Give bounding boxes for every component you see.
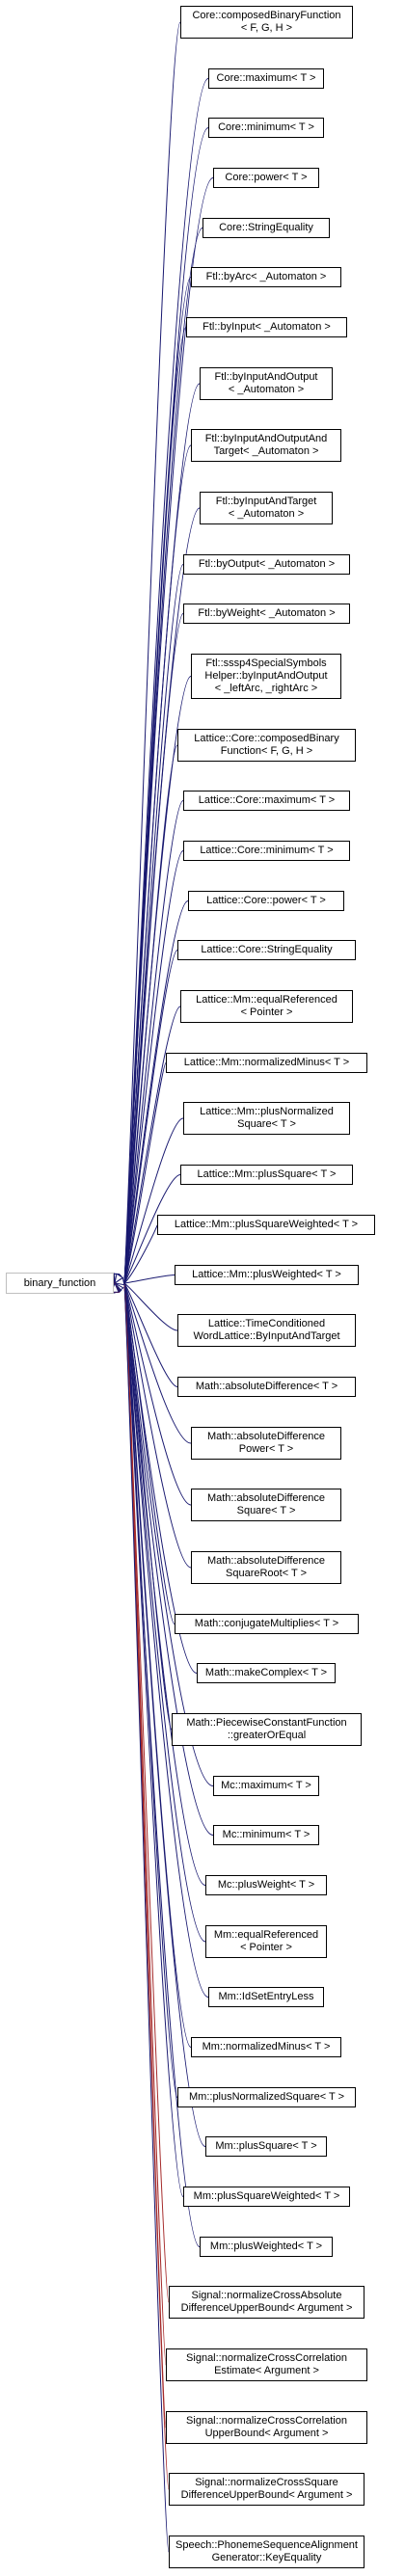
inheritance-edge [123, 1282, 214, 1786]
derived-class-node[interactable]: Mc::minimum< T > [213, 1825, 319, 1845]
derived-class-node[interactable]: Core::maximum< T > [208, 68, 324, 89]
derived-class-node[interactable]: Mm::plusSquare< T > [205, 2136, 327, 2157]
derived-class-node[interactable]: Mm::IdSetEntryLess [208, 1987, 324, 2007]
inheritance-edge [123, 1174, 181, 1284]
inheritance-edge [123, 1282, 178, 1387]
inheritance-edge [123, 1282, 192, 1444]
derived-class-node[interactable]: Core::minimum< T > [208, 118, 324, 138]
inheritance-edge [123, 800, 184, 1284]
inheritance-edge [123, 1282, 170, 2553]
derived-class-node[interactable]: Lattice::Core::composedBinary Function< … [177, 729, 356, 762]
derived-class-node[interactable]: Math::absoluteDifference< T > [177, 1377, 356, 1397]
derived-class-node[interactable]: Math::PiecewiseConstantFunction ::greate… [172, 1713, 362, 1746]
derived-class-node[interactable]: Lattice::Core::maximum< T > [183, 791, 350, 811]
inheritance-edge [123, 327, 187, 1284]
derived-class-node[interactable]: Ftl::sssp4SpecialSymbols Helper::byInput… [191, 654, 341, 699]
derived-class-node[interactable]: Mm::equalReferenced < Pointer > [205, 1925, 327, 1958]
derived-class-node[interactable]: Math::makeComplex< T > [197, 1663, 336, 1683]
inheritance-edge [123, 1282, 206, 1886]
derived-class-node[interactable]: Lattice::Mm::equalReferenced < Pointer > [180, 990, 353, 1023]
inheritance-edge [123, 1282, 178, 1331]
derived-class-node[interactable]: Lattice::Core::StringEquality [177, 940, 356, 960]
inheritance-edge [123, 1282, 214, 1836]
inheritance-edge [123, 1117, 184, 1284]
derived-class-node[interactable]: Lattice::Core::minimum< T > [183, 841, 350, 861]
inheritance-edge [123, 613, 184, 1284]
derived-class-node[interactable]: Lattice::Mm::plusWeighted< T > [175, 1265, 359, 1285]
derived-class-node[interactable]: Core::power< T > [213, 168, 319, 188]
derived-class-node[interactable]: Ftl::byInputAndOutputAnd Target< _Automa… [191, 429, 341, 462]
derived-class-node[interactable]: Ftl::byArc< _Automaton > [191, 267, 341, 287]
inheritance-edge [123, 1282, 209, 1998]
derived-class-node[interactable]: Lattice::Core::power< T > [188, 891, 344, 911]
derived-class-node[interactable]: Lattice::Mm::plusSquareWeighted< T > [157, 1215, 375, 1235]
derived-class-node[interactable]: Core::StringEquality [202, 218, 330, 238]
derived-class-node[interactable]: Lattice::Mm::plusNormalized Square< T > [183, 1102, 350, 1135]
derived-class-node[interactable]: Ftl::byWeight< _Automaton > [183, 604, 350, 624]
derived-class-node[interactable]: Ftl::byOutput< _Automaton > [183, 554, 350, 575]
derived-class-node[interactable]: Signal::normalizeCrossCorrelation Estima… [166, 2348, 367, 2381]
derived-class-node[interactable]: Ftl::byInputAndTarget < _Automaton > [200, 492, 333, 524]
derived-class-node[interactable]: Speech::PhonemeSequenceAlignment Generat… [169, 2536, 364, 2568]
inheritance-edge [123, 1282, 198, 1674]
inheritance-edge [123, 850, 184, 1284]
inheritance-edge [123, 564, 184, 1284]
inheritance-edge [123, 1282, 192, 1506]
inheritance-edge [123, 744, 178, 1284]
derived-class-node[interactable]: Math::absoluteDifference Power< T > [191, 1427, 341, 1460]
inheritance-arrowhead [113, 1276, 125, 1286]
inheritance-edge [123, 1006, 181, 1284]
derived-class-node[interactable]: Mm::plusSquareWeighted< T > [183, 2187, 350, 2207]
derived-class-node[interactable]: Lattice::Mm::normalizedMinus< T > [166, 1053, 367, 1073]
derived-class-node[interactable]: Mc::maximum< T > [213, 1776, 319, 1796]
inheritance-edge [123, 950, 178, 1284]
derived-class-node[interactable]: Lattice::Mm::plusSquare< T > [180, 1165, 353, 1185]
derived-class-node[interactable]: Mm::normalizedMinus< T > [191, 2037, 341, 2057]
derived-class-node[interactable]: Signal::normalizeCrossAbsolute Differenc… [169, 2286, 364, 2319]
derived-class-node[interactable]: Mc::plusWeight< T > [205, 1875, 327, 1895]
derived-class-node[interactable]: Math::absoluteDifference Square< T > [191, 1489, 341, 1521]
inheritance-edge [123, 1062, 167, 1284]
derived-class-node[interactable]: Signal::normalizeCrossCorrelation UpperB… [166, 2411, 367, 2444]
inheritance-edge [123, 21, 181, 1284]
derived-class-node[interactable]: Ftl::byInputAndOutput < _Automaton > [200, 367, 333, 400]
derived-class-node[interactable]: Mm::plusNormalizedSquare< T > [177, 2087, 356, 2107]
base-class-node: binary_function [6, 1273, 114, 1294]
derived-class-node[interactable]: Math::absoluteDifference SquareRoot< T > [191, 1551, 341, 1584]
derived-class-node[interactable]: Signal::normalizeCrossSquare DifferenceU… [169, 2473, 364, 2506]
inheritance-edge [123, 444, 192, 1284]
derived-class-node[interactable]: Core::composedBinaryFunction < F, G, H > [180, 6, 353, 39]
derived-class-node[interactable]: Ftl::byInput< _Automaton > [186, 317, 347, 337]
inheritance-edge [123, 1224, 158, 1284]
derived-class-node[interactable]: Lattice::TimeConditioned WordLattice::By… [177, 1314, 356, 1347]
inheritance-edge [123, 1275, 176, 1284]
derived-class-node[interactable]: Math::conjugateMultiplies< T > [175, 1614, 359, 1634]
inheritance-edge [123, 1282, 192, 1569]
derived-class-node[interactable]: Mm::plusWeighted< T > [200, 2237, 333, 2257]
